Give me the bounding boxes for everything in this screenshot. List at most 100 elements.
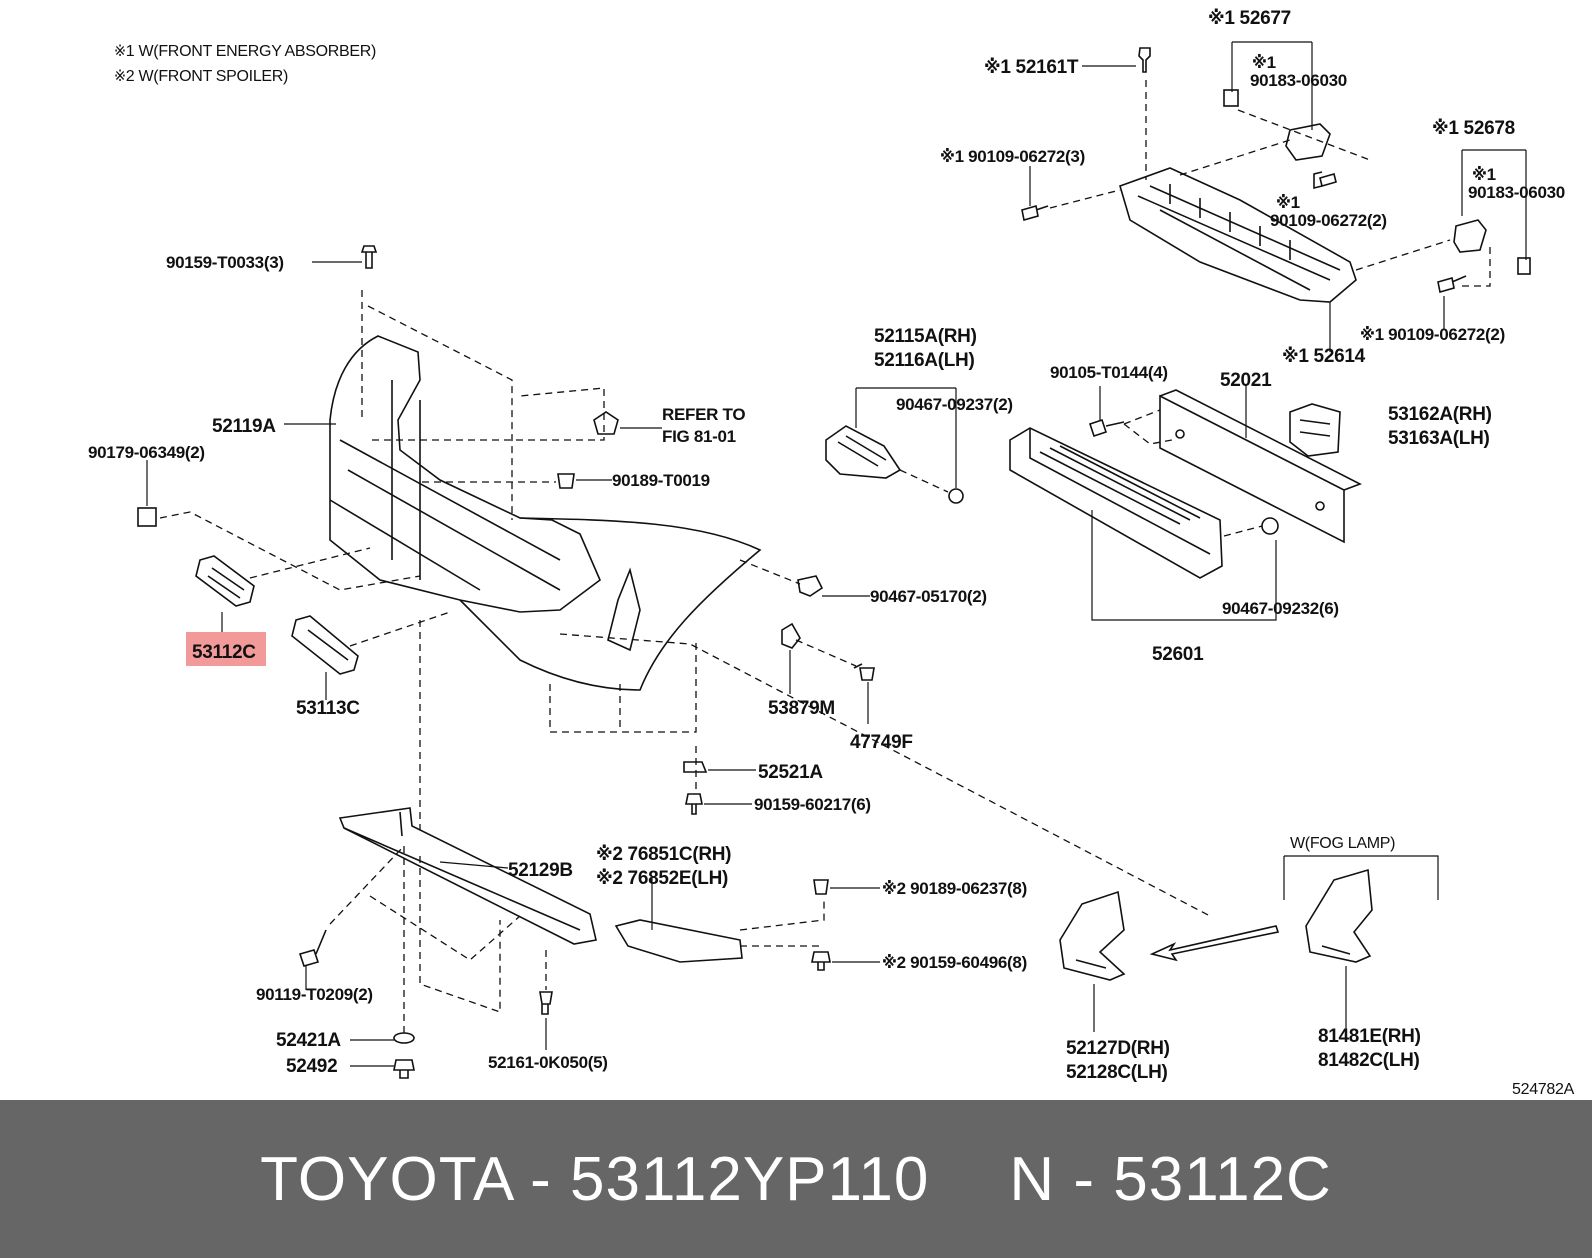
mudguard-52127D[interactable] (1059, 890, 1126, 981)
garnish-53112C[interactable] (195, 555, 255, 607)
label-52129B: 52129B (508, 860, 573, 881)
dash-53113C (349, 611, 451, 647)
dash-90105 (1123, 409, 1173, 445)
dash-90467-09237 (899, 469, 949, 493)
label-90467-05170: 90467-05170(2) (870, 587, 987, 606)
label-52119A: 52119A (212, 416, 276, 437)
label-76852E: ※2 76852E(LH) (596, 868, 728, 889)
bolt-90109-a[interactable] (1313, 171, 1337, 190)
leader-52601 (1091, 510, 1277, 621)
highlight-53112C (186, 632, 266, 666)
label-81482C: 81482C(LH) (1318, 1050, 1420, 1071)
label-fig: FIG 81-01 (662, 427, 736, 446)
label-90119: 90119-T0209(2) (256, 985, 373, 1004)
dash-refer (372, 387, 605, 441)
dash-53112C (249, 547, 371, 579)
label-90109-2a: 90109-06272(2) (1270, 211, 1387, 230)
bracket-52115A (855, 387, 957, 488)
nut-90183-a[interactable] (1223, 89, 1239, 107)
dash-spoiler (369, 620, 521, 961)
retainer-52115A[interactable] (825, 425, 902, 479)
label-53879M: 53879M (768, 698, 835, 719)
dash-76851C (739, 900, 825, 947)
nut-52492[interactable] (393, 1059, 415, 1079)
bracket-52678 (1461, 149, 1527, 260)
note-2: ※2 W(FRONT SPOILER) (114, 68, 288, 85)
label-53112C: 53112C (192, 642, 256, 663)
label-53113C: 53113C (296, 698, 360, 719)
label-52521A: 52521A (758, 762, 823, 783)
screw-47749F[interactable] (853, 663, 875, 681)
clip-90189-06237[interactable] (813, 879, 829, 895)
clip-90467-09232[interactable] (1261, 517, 1279, 535)
bolt-90159-60217[interactable] (685, 793, 703, 815)
label-refer: REFER TO (662, 405, 745, 424)
moulding-76851C[interactable] (614, 919, 743, 963)
clip-52161-0K050[interactable] (539, 991, 553, 1015)
label-52116A: 52116A(LH) (874, 350, 975, 371)
energy-absorber-52614[interactable] (1119, 167, 1357, 303)
mudguard-81481E[interactable] (1305, 868, 1373, 963)
spoiler-52129B[interactable] (338, 807, 597, 945)
label-90159-T0033: 90159-T0033(3) (166, 253, 284, 272)
label-90183-b: 90183-06030 (1468, 183, 1565, 202)
bolt-90109-3[interactable] (1021, 204, 1049, 222)
label-52677: ※1 52677 (1208, 8, 1291, 29)
dash-47749F (795, 639, 857, 667)
label-81481E: 81481E(RH) (1318, 1026, 1421, 1047)
label-52601: 52601 (1152, 644, 1204, 665)
bracket-52678-part[interactable] (1453, 219, 1487, 253)
label-90183-a-1: ※1 (1252, 53, 1276, 72)
clip-90467-05170[interactable] (797, 575, 824, 597)
bracket-52677 (1231, 41, 1313, 130)
clip-52421A[interactable] (393, 1032, 415, 1044)
label-52678: ※1 52678 (1432, 118, 1515, 139)
label-90159-60496: ※2 90159-60496(8) (882, 953, 1027, 972)
clip-refer[interactable] (593, 411, 619, 435)
footer-ref: N - 53112C (1009, 1144, 1332, 1214)
bracket-52677-part[interactable] (1285, 123, 1331, 161)
parts-diagram: ※1 W(FRONT ENERGY ABSORBER) ※2 W(FRONT S… (88, 8, 1575, 1098)
clip-52161T[interactable] (1138, 47, 1151, 73)
bolt-90109-b[interactable] (1437, 275, 1467, 294)
screw-90159-60496[interactable] (811, 951, 831, 971)
dash-long (559, 633, 1211, 917)
label-90179: 90179-06349(2) (88, 443, 205, 462)
garnish-53113C[interactable] (291, 615, 359, 675)
bolt-90119[interactable] (298, 929, 327, 967)
label-52614: ※1 52614 (1282, 346, 1366, 367)
note-1: ※1 W(FRONT ENERGY ABSORBER) (114, 43, 376, 60)
dash-90109-3 (1049, 189, 1121, 209)
bracket-53162A[interactable] (1289, 403, 1341, 457)
label-fog: W(FOG LAMP) (1290, 835, 1395, 852)
label-90189-06237: ※2 90189-06237(8) (882, 879, 1027, 898)
label-90183-b-1: ※1 (1472, 165, 1496, 184)
label-90467-09237: 90467-09237(2) (896, 395, 1013, 414)
label-52161T: ※1 52161T (984, 57, 1079, 78)
dash-90467-09232 (1223, 525, 1263, 537)
label-52161-0K050: 52161-0K050(5) (488, 1053, 608, 1072)
nut-90179[interactable] (137, 507, 157, 527)
dash-lower-box (549, 640, 697, 733)
clip-90467-09237[interactable] (948, 488, 964, 504)
dash-90179 (159, 511, 421, 591)
bolt-90105[interactable] (1088, 418, 1125, 438)
label-90105: 90105-T0144(4) (1050, 363, 1168, 382)
bracket-53879M[interactable] (781, 622, 801, 649)
dash-90159-T0033 (361, 290, 513, 520)
clip-90189-T0019[interactable] (557, 473, 575, 489)
reinforcement-52021[interactable] (1159, 389, 1362, 544)
label-90109-3: ※1 90109-06272(3) (940, 147, 1085, 166)
label-52128C: 52128C(LH) (1066, 1062, 1168, 1083)
nut-90183-b[interactable] (1517, 257, 1531, 275)
label-90189-T0019: 90189-T0019 (612, 471, 710, 490)
clip-52521A[interactable] (683, 761, 708, 773)
bumper-cover-52119A[interactable] (329, 335, 762, 691)
footer-part-number: TOYOTA - 53112YP110 (260, 1144, 930, 1214)
label-52021: 52021 (1220, 370, 1272, 391)
dash-52677 (1179, 109, 1371, 176)
label-90183-a: 90183-06030 (1250, 71, 1347, 90)
bolt-90159-T0033[interactable] (360, 245, 378, 269)
leader-52129B (439, 861, 509, 869)
bumper-reinforcement-52601[interactable] (1009, 427, 1223, 579)
